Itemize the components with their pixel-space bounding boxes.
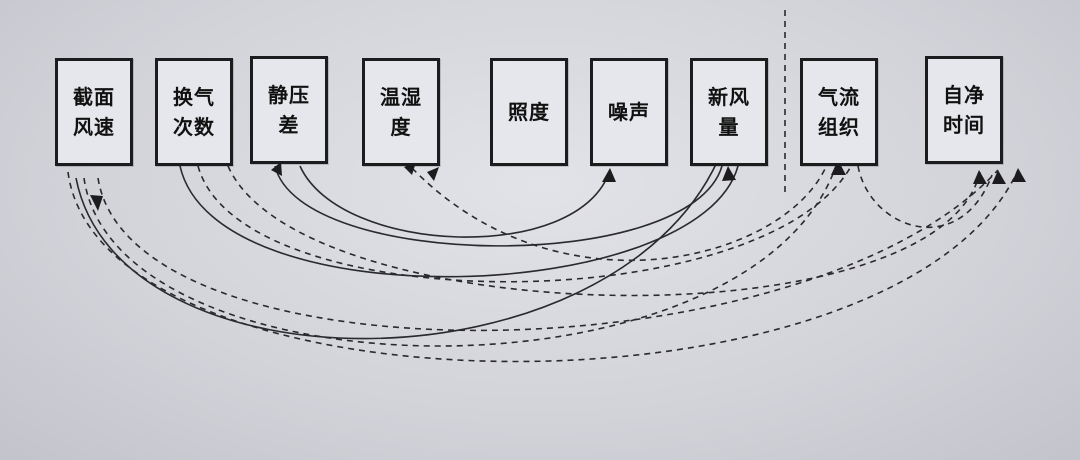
arrowhead-noise: [602, 168, 616, 182]
node-illuminance: 照度: [490, 58, 568, 166]
arrowhead-selfclean-b: [992, 170, 1006, 184]
arrowhead-temp-b: [427, 167, 439, 181]
node-section-velocity: 截面 风速: [55, 58, 133, 166]
arc-solid-c: [274, 165, 723, 247]
node-self-cleaning-time: 自净 时间: [925, 56, 1003, 164]
arrowhead-left: [90, 195, 103, 211]
arc-dashed-e: [227, 165, 981, 297]
arc-solid-d: [299, 165, 611, 238]
arrowhead-fresh-air: [722, 166, 736, 181]
arrowhead-airflow: [831, 160, 846, 175]
node-noise: 噪声: [590, 58, 668, 166]
arc-dashed-c: [97, 169, 999, 332]
node-temperature-humidity: 温湿 度: [362, 58, 440, 166]
node-fresh-air-volume: 新风 量: [690, 58, 768, 166]
arc-solid-a: [75, 159, 719, 340]
arc-dashed-d: [197, 165, 851, 283]
arrowhead-pressure: [271, 162, 282, 176]
node-static-pressure-difference: 静压 差: [250, 56, 328, 164]
arrowhead-selfclean-c: [1012, 168, 1026, 182]
node-airflow-pattern: 气流 组织: [800, 58, 878, 166]
arc-dashed-a: [67, 169, 1019, 363]
arc-dashed-b: [83, 159, 839, 347]
arrowhead-selfclean-a: [973, 170, 987, 184]
arc-dashed-g: [857, 165, 993, 229]
node-air-change-rate: 换气 次数: [155, 58, 233, 166]
arc-solid-b: [179, 165, 739, 278]
arc-dashed-f: [411, 161, 829, 261]
